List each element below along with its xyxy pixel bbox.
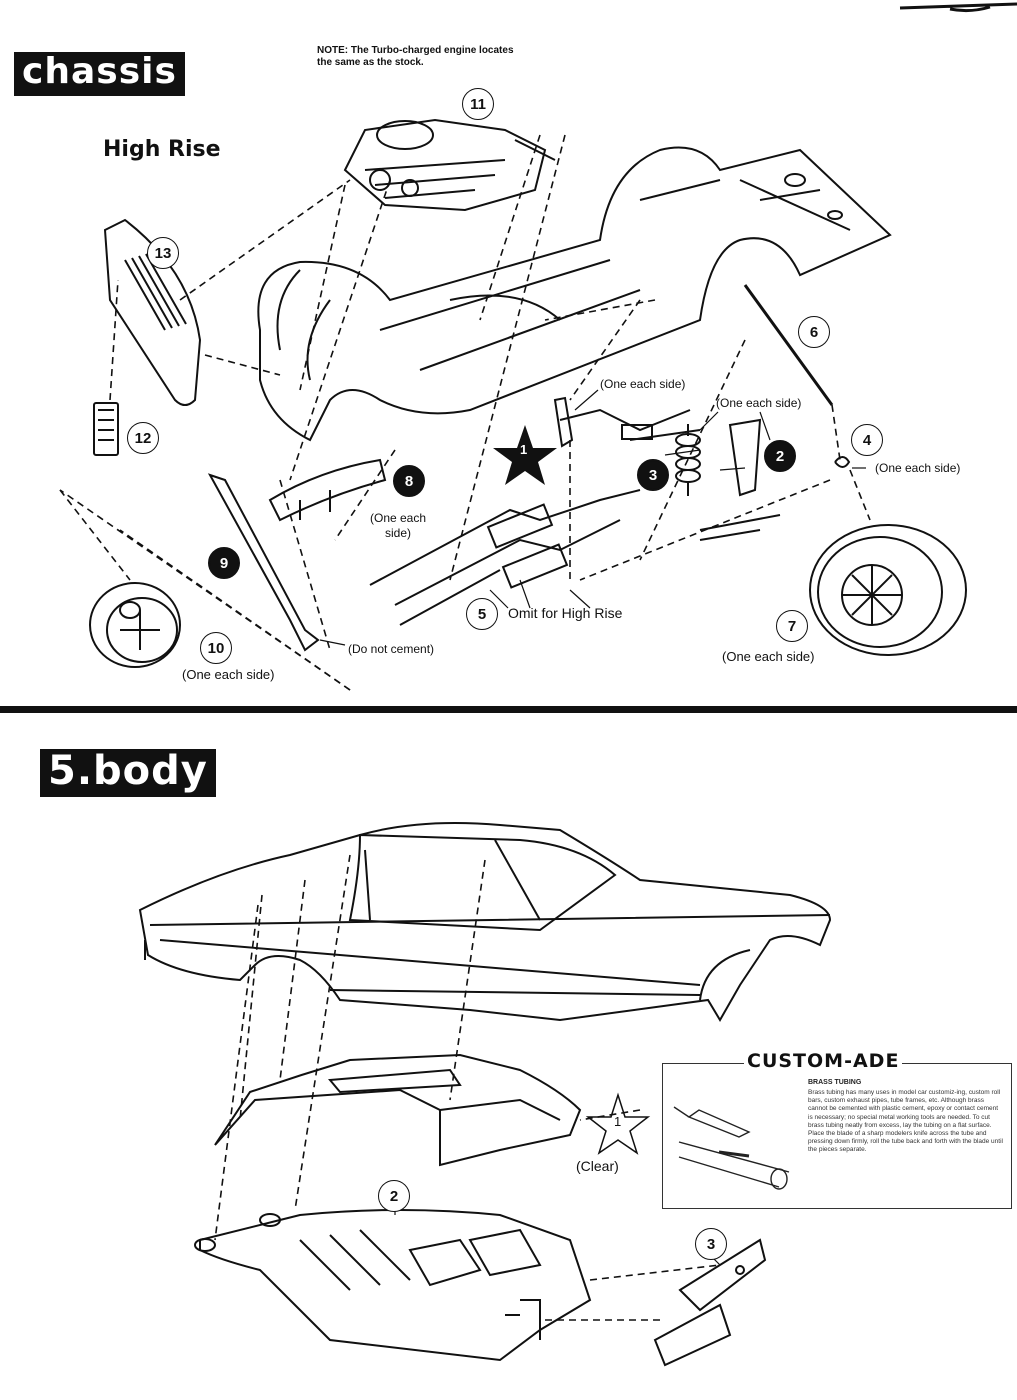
grille-piece bbox=[678, 1238, 767, 1312]
chassis-frame bbox=[257, 146, 892, 442]
chassis-callout-4: 4 bbox=[851, 424, 883, 456]
exhaust-system bbox=[369, 489, 641, 626]
chassis-callout-10: 10 bbox=[200, 632, 232, 664]
chassis-callout-9: 9 bbox=[208, 547, 240, 579]
section-divider bbox=[0, 706, 1017, 713]
label-omit-high-rise: Omit for High Rise bbox=[508, 605, 623, 621]
chassis-callout-12: 12 bbox=[127, 422, 159, 454]
label-one-each-side-8: (One each side) bbox=[370, 511, 427, 540]
car-body-shell bbox=[138, 822, 832, 1022]
turbo-note: NOTE: The Turbo-charged engine locates t… bbox=[317, 45, 514, 68]
tubing-cut-illustration bbox=[673, 1106, 790, 1190]
label-one-each-side-10: (One each side) bbox=[182, 667, 275, 682]
label-one-each-side-b: (One each side) bbox=[716, 396, 802, 410]
spring-bracket bbox=[728, 418, 762, 497]
chassis-section-title: chassis bbox=[14, 52, 185, 96]
body-callout-3: 3 bbox=[695, 1228, 727, 1260]
custom-ade-heading: BRASS TUBING bbox=[808, 1079, 862, 1086]
rear-wheel bbox=[809, 524, 967, 656]
tie-rod bbox=[743, 284, 834, 406]
label-clear: (Clear) bbox=[576, 1158, 619, 1174]
custom-ade-title: CUSTOM-ADE bbox=[744, 1050, 903, 1072]
front-wheel bbox=[89, 582, 181, 668]
chassis-exploded-diagram bbox=[59, 2, 1017, 691]
engine bbox=[343, 118, 556, 212]
star-marker bbox=[493, 425, 557, 485]
label-one-each-side-7: (One each side) bbox=[722, 649, 815, 664]
body-callout-2: 2 bbox=[378, 1180, 410, 1212]
label-one-each-side-c: (One each side) bbox=[875, 461, 961, 475]
front-crossmember bbox=[268, 458, 387, 522]
chassis-callout-7: 7 bbox=[776, 610, 808, 642]
chassis-callout-6: 6 bbox=[798, 316, 830, 348]
shock-absorber bbox=[553, 396, 574, 448]
chassis-callout-2: 2 bbox=[764, 440, 796, 472]
clear-star-number: 1 bbox=[614, 1114, 622, 1129]
custom-ade-text: Brass tubing has many uses in model car … bbox=[808, 1089, 1003, 1154]
star-number: 1 bbox=[520, 442, 528, 457]
body-section-title: 5.body bbox=[40, 749, 216, 797]
grille-piece-lower bbox=[653, 1303, 732, 1367]
high-rise-subtitle: High Rise bbox=[103, 137, 221, 162]
custom-ade-box: BRASS TUBING Brass tubing has many uses … bbox=[662, 1063, 1012, 1209]
interior-tub bbox=[199, 1209, 592, 1362]
chassis-callout-11: 11 bbox=[462, 88, 494, 120]
leaf-spring bbox=[207, 473, 320, 652]
chassis-callout-13: 13 bbox=[147, 237, 179, 269]
coil-spring bbox=[675, 424, 701, 496]
chassis-callout-5: 5 bbox=[466, 598, 498, 630]
battery bbox=[93, 402, 119, 456]
clear-star bbox=[585, 1092, 651, 1155]
chassis-callout-8: 8 bbox=[393, 465, 425, 497]
chassis-callout-3: 3 bbox=[637, 459, 669, 491]
corner-mark bbox=[899, 2, 1017, 13]
label-do-not-cement: (Do not cement) bbox=[348, 642, 435, 656]
body-insert bbox=[214, 1053, 582, 1167]
label-one-each-side-a: (One each side) bbox=[600, 377, 686, 391]
